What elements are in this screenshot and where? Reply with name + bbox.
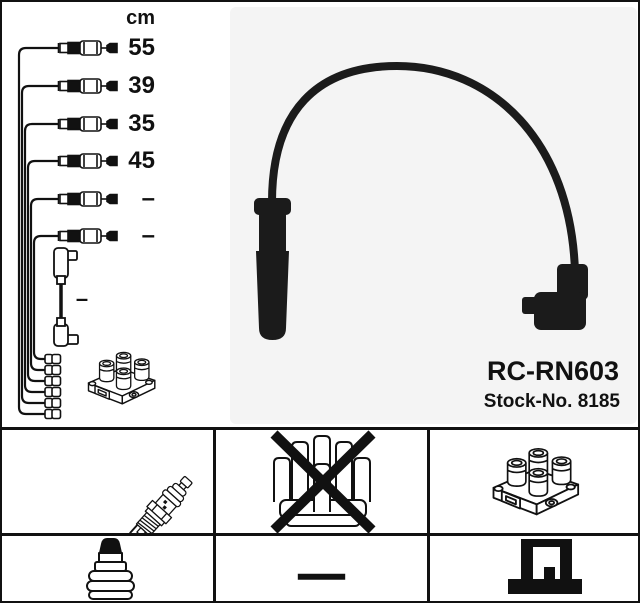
coil-pack-icon — [89, 352, 155, 403]
table-col-divider-2 — [427, 427, 430, 601]
dash-symbol: — — [298, 547, 345, 599]
coil-wire-icon — [53, 247, 79, 347]
cell-coil-terminal — [430, 536, 638, 601]
cell-terminal-nut — [4, 536, 213, 601]
unit-header: cm — [126, 7, 155, 29]
terminal-nut-icon — [86, 538, 135, 600]
length-value-4: 45 — [128, 147, 155, 174]
stock-number: Stock-No. 8185 — [483, 391, 620, 412]
straight-boot — [254, 198, 291, 340]
coil-wire-length: – — [75, 286, 89, 311]
wire-lead-icons — [57, 40, 118, 244]
table-col-divider-1 — [213, 427, 216, 601]
cell-dash: — — [216, 536, 427, 601]
cell-distributor-crossed — [216, 430, 427, 533]
cable-photo — [254, 61, 588, 340]
cable-arc — [268, 61, 579, 273]
cross-out-x — [270, 430, 376, 533]
coil-terminal-icon — [508, 539, 582, 594]
product-code: RC-RN603 — [486, 356, 619, 386]
length-diagram: cm 55 39 35 45 – – – — [2, 2, 222, 426]
coil-pack-icon — [430, 430, 640, 533]
cell-spark-plug — [4, 430, 213, 533]
length-value-1: 55 — [128, 34, 155, 61]
length-value-5: – — [141, 185, 155, 212]
distributor-cap-crossed-icon — [270, 430, 376, 533]
length-value-2: 39 — [128, 72, 155, 99]
elbow-boot — [522, 264, 588, 330]
cell-coil-pack — [430, 430, 640, 533]
table-top-border — [2, 427, 638, 430]
stacked-connector-ends — [44, 353, 62, 420]
length-value-3: 35 — [128, 110, 155, 137]
table-row-divider — [2, 533, 638, 536]
spark-plug-icon — [4, 430, 213, 533]
length-value-6: – — [141, 222, 155, 249]
wire-bracket-lines — [17, 46, 58, 416]
wire-harness-schematic — [17, 40, 222, 420]
